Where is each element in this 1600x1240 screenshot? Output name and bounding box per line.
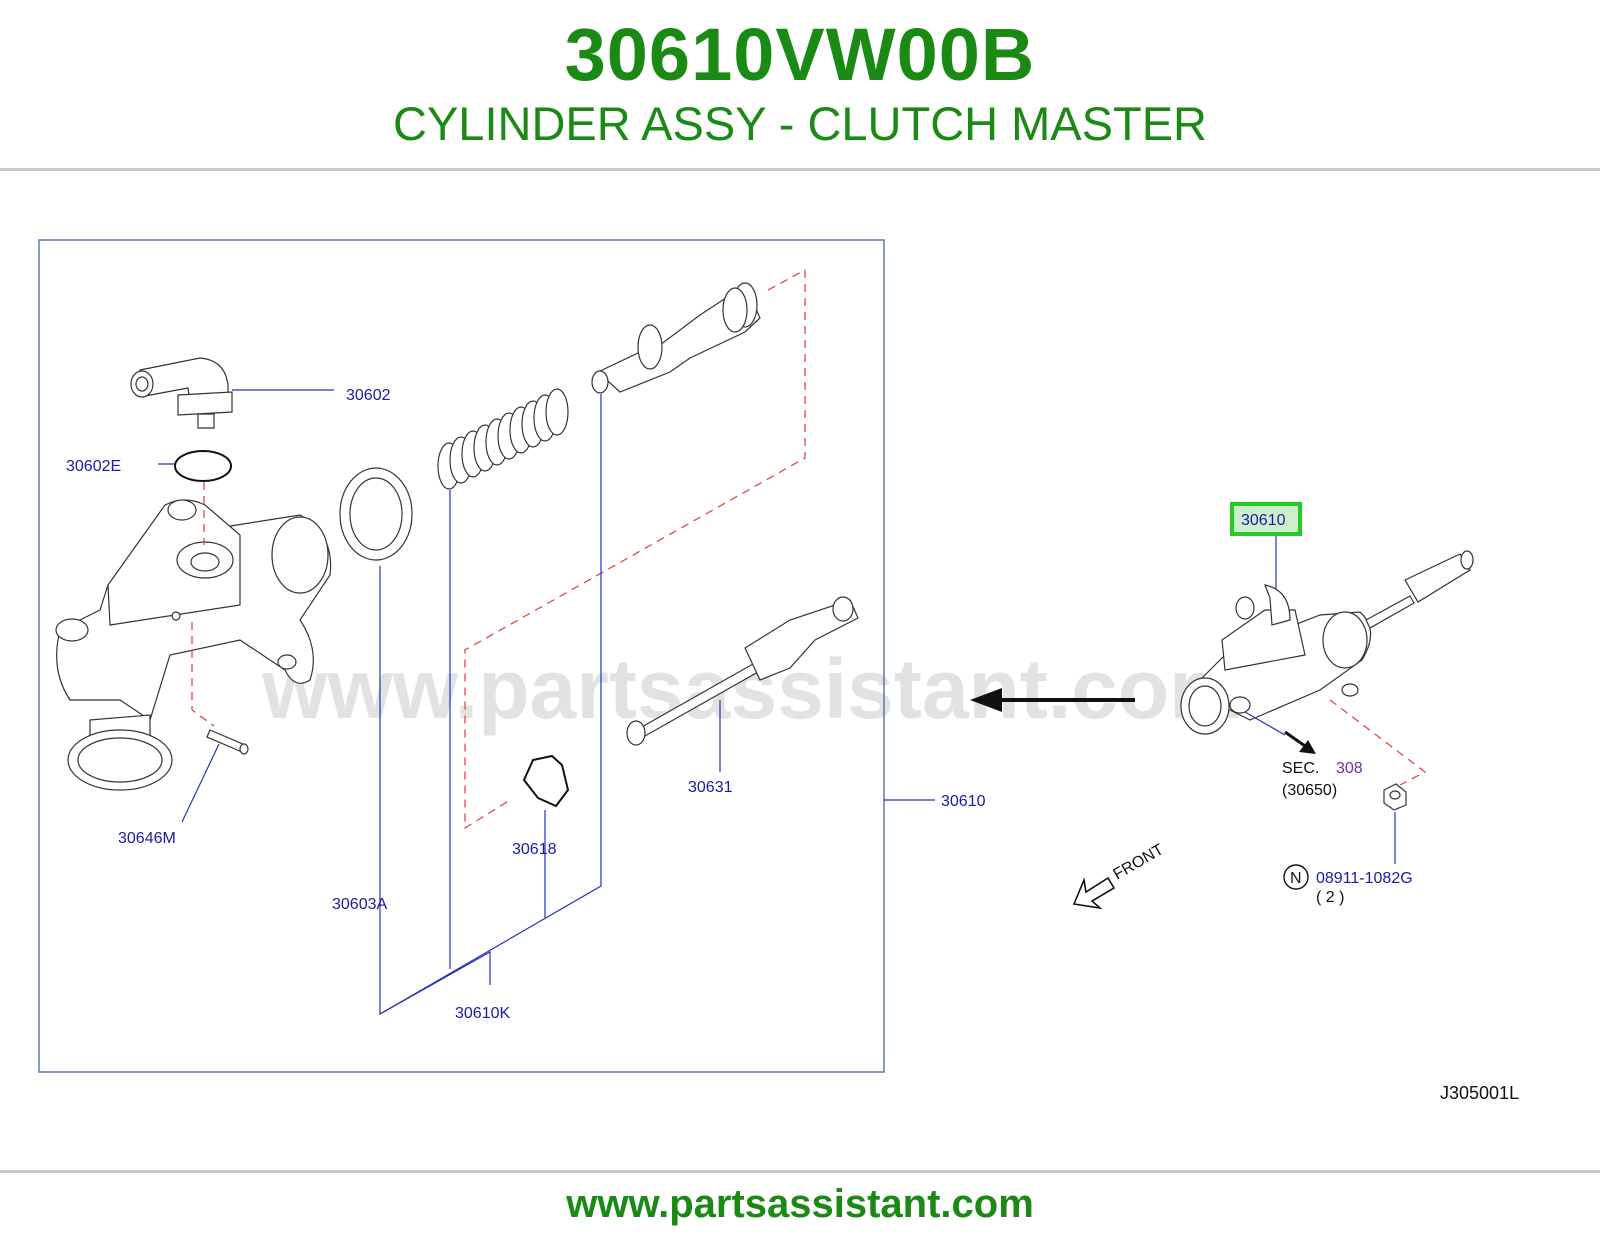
label-sec: SEC. [1282,760,1319,777]
label-30631: 30631 [688,779,733,796]
leader-line [181,743,220,823]
label-30610: 30610 [941,793,986,810]
front-arrow-icon [1072,876,1116,910]
piston-part [591,282,761,394]
label-30610-highlight[interactable]: 30610 [1241,512,1286,529]
header-divider [0,168,1600,171]
spring-part [437,388,569,490]
o-ring-part [174,450,232,482]
label-n: N [1290,870,1302,887]
label-30602e: 30602E [66,458,121,475]
label-quantity: ( 2 ) [1316,889,1344,906]
pin-part [206,729,249,755]
elbow-fitting-part [130,357,233,429]
highlighted-part-box[interactable] [1230,502,1302,536]
label-30618: 30618 [512,841,557,858]
label-front: FRONT [1111,841,1167,883]
label-30646m: 30646M [118,830,176,847]
footer-divider [0,1170,1600,1173]
n-symbol-icon [1283,864,1309,890]
leader-line [379,566,491,1016]
exploded-view-frame [38,239,885,1073]
diagram-code: J305001L [1440,1083,1519,1103]
leader-line [1244,711,1286,736]
clip-part [522,754,570,808]
guide-line [464,268,806,830]
part-name-subtitle: CYLINDER ASSY - CLUTCH MASTER [393,97,1207,150]
nut-part [1383,783,1407,811]
footer-url-link[interactable]: www.partsassistant.com [566,1182,1034,1226]
label-08911-1082g: 08911-1082G [1316,870,1413,887]
assembled-cylinder-part [1180,550,1474,735]
label-30602: 30602 [346,387,391,404]
header: 30610VW00B CYLINDER ASSY - CLUTCH MASTER [0,0,1600,170]
part-number-title: 30610VW00B [564,13,1036,96]
seal-ring-part [339,467,413,561]
section-arrow [1284,730,1316,754]
guide-line [1329,699,1427,786]
label-30610k: 30610K [455,1005,510,1022]
leader-line [379,394,602,1015]
label-sec-308[interactable]: 308 [1336,760,1363,777]
label-30603a: 30603A [332,896,387,913]
direction-arrow [970,688,1135,712]
guide-line [191,622,215,727]
push-rod-part [626,596,859,746]
label-30650: (30650) [1282,782,1337,799]
cylinder-body-part [55,499,332,791]
